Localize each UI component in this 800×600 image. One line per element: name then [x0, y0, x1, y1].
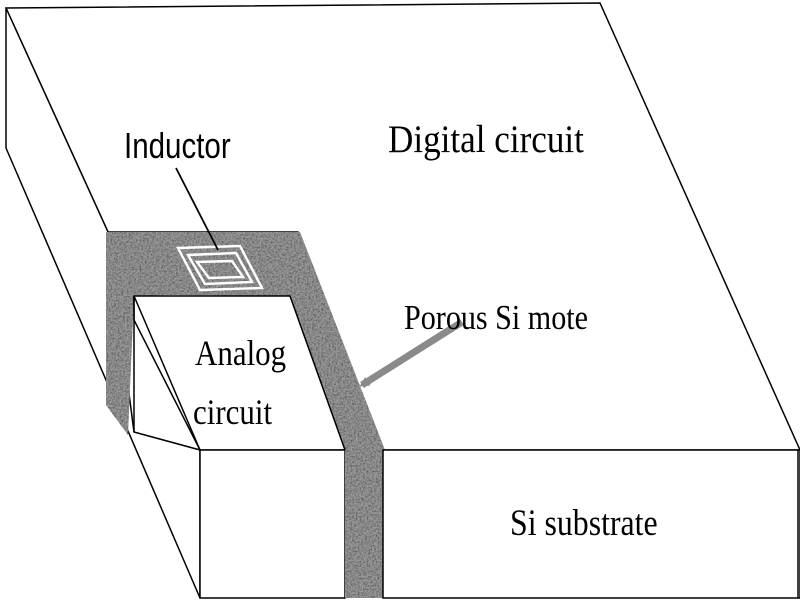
inductor-icon	[176, 244, 264, 292]
inductor-pointer-line	[175, 167, 219, 251]
analog-circuit-label-line2: circuit	[193, 392, 273, 432]
porous-si-moat-front	[345, 450, 383, 598]
porous-si-arrow	[359, 319, 464, 388]
analog-island-edge	[133, 295, 201, 451]
si-substrate-label: Si substrate	[510, 503, 658, 544]
substrate-front-face-left	[199, 449, 346, 599]
digital-circuit-label: Digital circuit	[388, 118, 584, 161]
inductor-label: Inductor	[124, 125, 231, 166]
analog-circuit-label-line1: Analog	[195, 333, 287, 373]
porous-si-moat-top	[106, 232, 385, 450]
porous-si-label: Porous Si mote	[404, 298, 588, 337]
substrate-front-face-right	[382, 449, 800, 599]
